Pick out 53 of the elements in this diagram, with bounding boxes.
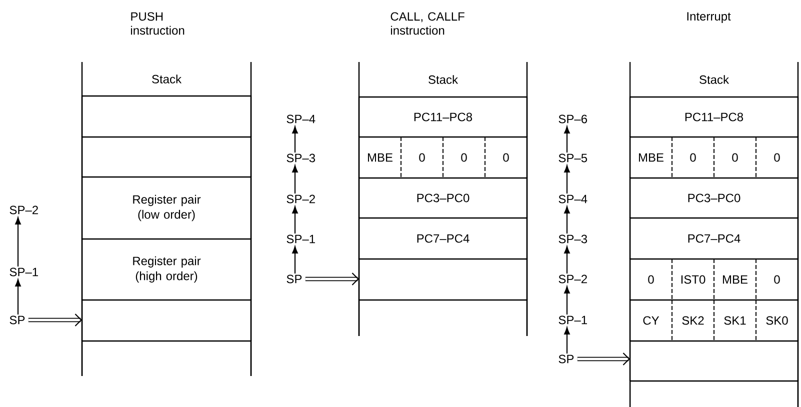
pointer-label: SP–6 — [558, 114, 588, 124]
panel-heading: CALL, CALLF instruction — [390, 12, 464, 35]
empty-stack-row — [358, 258, 528, 300]
pointer-label: SP–4 — [286, 114, 316, 124]
arrow — [292, 246, 298, 274]
empty-stack-row — [358, 299, 528, 336]
stack-row: Register pair (high order) — [81, 238, 252, 300]
arrow — [15, 279, 21, 315]
double-arrow — [577, 352, 630, 366]
stack-row: Register pair (low order) — [81, 176, 252, 239]
double-arrow — [28, 314, 82, 326]
stack-row: CY SK2 SK1 SK0 — [629, 299, 799, 342]
stack-row: PC7–PC4 — [629, 217, 799, 259]
panel-heading: PUSH instruction — [131, 12, 184, 35]
empty-stack-row — [629, 380, 799, 407]
stack-row: PC7–PC4 — [358, 217, 528, 259]
pointer-label: SP–3 — [286, 154, 316, 162]
pointer-label: SP–2 — [558, 274, 587, 284]
pointer-label: SP–2 — [10, 206, 38, 214]
pointer-label: SP–1 — [286, 234, 315, 244]
arrow — [292, 165, 298, 194]
stack-row: 0 IST0 MBE 0 — [629, 258, 799, 300]
stack-row: PC3–PC0 — [358, 177, 528, 218]
arrow — [15, 217, 21, 267]
arrow — [564, 126, 570, 153]
stack-row: PC11–PC8 — [629, 96, 799, 137]
arrow — [292, 206, 298, 234]
empty-stack-row — [629, 340, 799, 381]
arrow — [564, 206, 570, 234]
stack-row: MBE 0 0 0 — [358, 136, 528, 178]
double-arrow — [305, 272, 359, 286]
pointer-label: SP — [10, 316, 25, 324]
stack-row: MBE 0 0 0 — [629, 136, 799, 178]
pointer-label: SP–1 — [558, 316, 587, 324]
pointer-label: SP — [286, 274, 302, 284]
pointer-label: SP–4 — [558, 194, 588, 204]
empty-stack-row — [81, 136, 252, 177]
empty-stack-row — [81, 299, 252, 341]
arrow — [292, 126, 298, 153]
stack-row: PC11–PC8 — [358, 96, 528, 137]
pointer-label: SP–3 — [558, 234, 588, 244]
pointer-label: SP — [558, 354, 574, 364]
empty-stack-row — [81, 340, 252, 376]
pointer-label: SP–2 — [286, 194, 315, 204]
empty-stack-row — [81, 95, 252, 137]
pointer-label: SP–1 — [10, 268, 38, 276]
arrow — [564, 286, 570, 315]
arrow — [564, 327, 570, 354]
arrow — [564, 246, 570, 274]
pointer-label: SP–5 — [558, 154, 588, 162]
panel-heading: Interrupt — [687, 12, 731, 23]
stack-row: PC3–PC0 — [629, 177, 799, 218]
arrow — [564, 165, 570, 194]
